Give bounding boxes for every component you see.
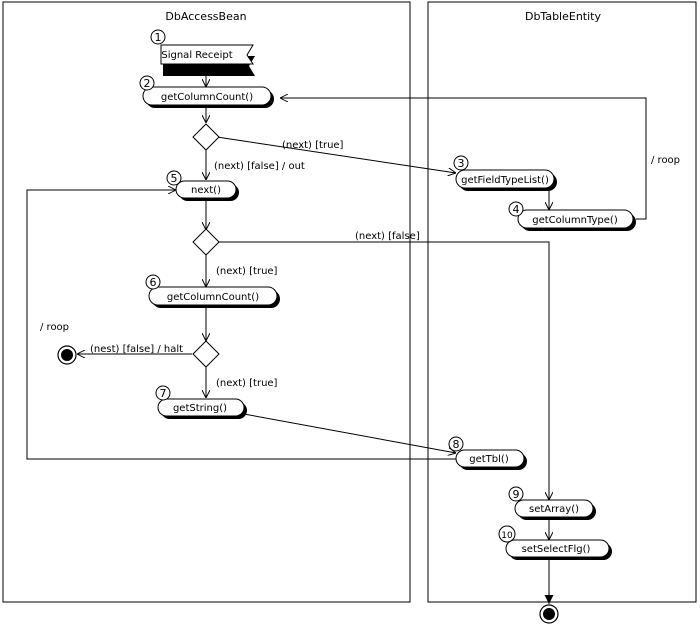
edge-7-to-8: [243, 413, 456, 453]
edge-labels: (next) [true] (next) [false] / out / roo…: [40, 140, 680, 389]
svg-text:8: 8: [453, 438, 460, 451]
svg-text:3: 3: [458, 157, 465, 170]
edge-d2-to-9: [219, 241, 549, 500]
final-state-bottom: [539, 604, 559, 624]
edge-8-to-5-loop: [26, 190, 456, 460]
label-d3-false: (nest) [false] / halt: [90, 344, 183, 355]
node-9-label: setArray(): [529, 504, 579, 515]
step-number-4: 4: [508, 201, 524, 217]
edge-4-to-2-loop: [280, 98, 647, 220]
node-9-set-array: setArray(): [514, 499, 596, 520]
svg-text:9: 9: [513, 488, 520, 501]
node-10-set-select-flg: setSelectFlg(): [505, 539, 612, 560]
step-number-2: 2: [139, 75, 155, 91]
svg-text:5: 5: [171, 172, 178, 185]
step-number-1: 1: [150, 29, 166, 45]
lane-title-dbaccessbean: DbAccessBean: [165, 10, 246, 23]
node-4-label: getColumnType(): [532, 215, 618, 226]
svg-text:6: 6: [150, 276, 157, 289]
node-5-label: next(): [191, 185, 221, 196]
step-number-7: 7: [155, 385, 171, 401]
node-3-get-field-type-list: getFieldTypeList(): [455, 169, 557, 191]
step-number-3: 3: [453, 155, 469, 171]
node-3-label: getFieldTypeList(): [461, 175, 549, 186]
node-7-label: getString(): [173, 403, 227, 414]
node-8-label: getTbl(): [469, 454, 509, 465]
svg-text:10: 10: [501, 531, 513, 541]
label-d3-true: (next) [true]: [216, 378, 278, 389]
label-d1-true: (next) [true]: [282, 140, 344, 151]
node-6-get-column-count: getColumnCount(): [148, 286, 280, 308]
lane-dbtableentity: DbTableEntity: [427, 1, 697, 603]
step-number-10: 10: [498, 525, 516, 543]
step-number-9: 9: [508, 486, 524, 502]
label-d2-false: (next) [false]: [355, 231, 420, 242]
lane-dbaccessbean: DbAccessBean: [2, 1, 411, 603]
node-4-get-column-type: getColumnType(): [517, 209, 636, 231]
step-number-6: 6: [145, 274, 161, 290]
label-d1-false: (next) [false] / out: [214, 161, 305, 172]
svg-text:2: 2: [144, 77, 151, 90]
edges: [26, 64, 647, 604]
step-number-5: 5: [166, 170, 182, 186]
edge-d1-to-3: [216, 136, 456, 173]
decision-diamond-3: [192, 340, 220, 368]
svg-text:1: 1: [155, 31, 162, 44]
decision-diamond-2: [192, 228, 220, 256]
node-1-signal-receipt: Signal Receipt: [160, 44, 255, 76]
node-7-get-string: getString(): [157, 398, 247, 419]
final-state-left: [57, 345, 77, 365]
label-loop-left: / roop: [40, 322, 69, 333]
node-8-get-tbl: getTbl(): [455, 449, 527, 470]
label-d2-true: (next) [true]: [216, 266, 278, 277]
decision-diamond-1: [192, 123, 220, 151]
node-5-next: next(): [175, 180, 239, 201]
node-2-get-column-count: getColumnCount(): [142, 86, 274, 108]
svg-text:7: 7: [160, 387, 167, 400]
svg-text:4: 4: [513, 203, 520, 216]
lane-title-dbtableentity: DbTableEntity: [525, 10, 602, 23]
node-6-label: getColumnCount(): [167, 292, 259, 303]
node-1-label: Signal Receipt: [161, 50, 232, 61]
label-loop-right: / roop: [651, 155, 680, 166]
step-number-8: 8: [448, 436, 464, 452]
node-2-label: getColumnCount(): [161, 92, 253, 103]
node-10-label: setSelectFlg(): [522, 544, 591, 555]
